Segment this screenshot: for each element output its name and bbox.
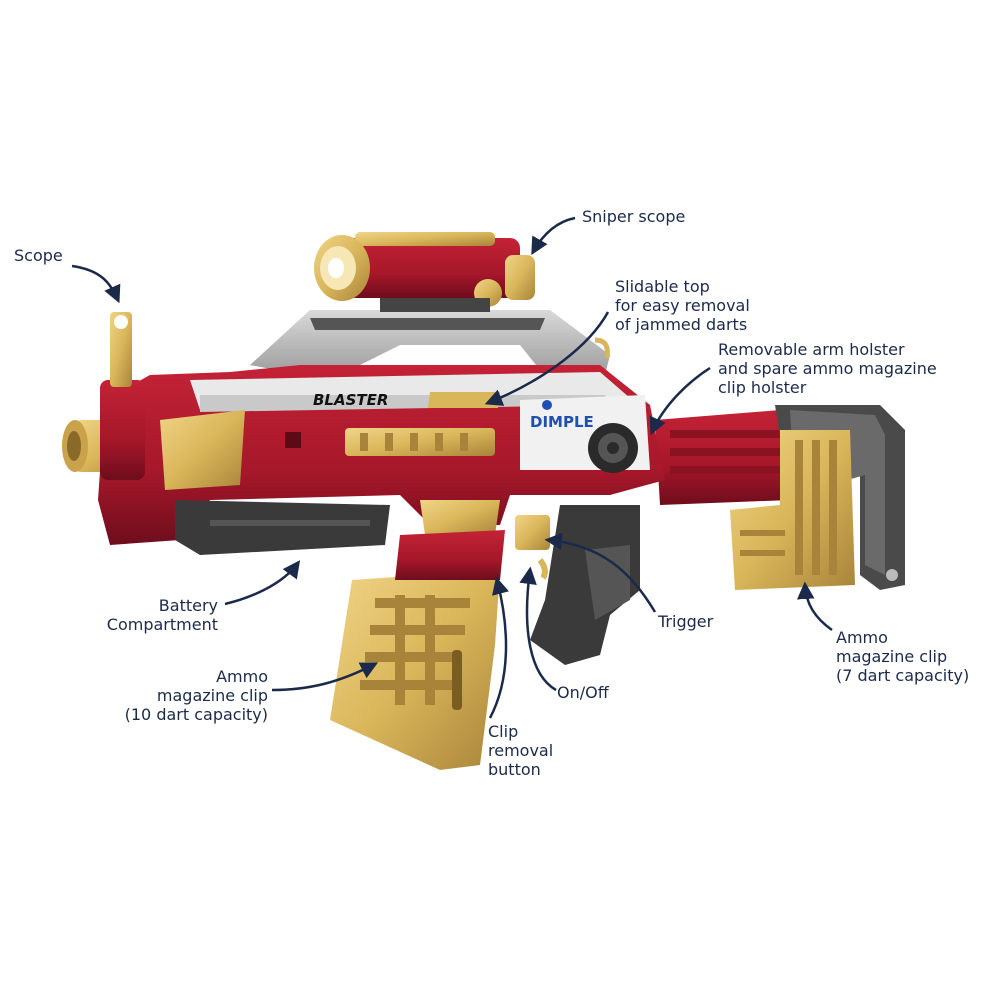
sniper-scope-label: Sniper scope bbox=[582, 207, 686, 226]
ammo-clip-7-label: Ammo magazine clip (7 dart capacity) bbox=[836, 628, 970, 685]
on-off-arrow bbox=[519, 566, 557, 692]
main-body bbox=[98, 365, 665, 545]
battery-compartment-label: Battery Compartment bbox=[106, 596, 218, 634]
sniper-scope-arrow bbox=[531, 216, 576, 256]
clip-removal-label: Clip removal button bbox=[488, 722, 554, 779]
sniper-scope bbox=[314, 232, 535, 312]
scope-label: Scope bbox=[14, 246, 63, 265]
battery-arrow bbox=[224, 560, 301, 606]
ammo-clip-10-label: Ammo magazine clip (10 dart capacity) bbox=[124, 667, 268, 724]
ammo-clip-10 bbox=[330, 530, 505, 770]
brand-logo-text: DIMPLE bbox=[530, 413, 594, 431]
arm-holster-arrow bbox=[649, 366, 711, 436]
trigger-arrow bbox=[544, 532, 657, 613]
ammo-clip-7-arrow bbox=[797, 581, 833, 632]
scope-arrow bbox=[71, 264, 121, 304]
ammo-clip-10-arrow bbox=[271, 662, 379, 692]
ammo-clip-7 bbox=[730, 430, 855, 590]
blaster-side-text: BLASTER bbox=[313, 391, 388, 409]
clip-removal-arrow bbox=[488, 576, 509, 719]
grip bbox=[515, 505, 640, 665]
arm-holster-label: Removable arm holster and spare ammo mag… bbox=[718, 340, 937, 397]
front-barrel bbox=[62, 312, 145, 480]
brand-logo-dot bbox=[542, 400, 552, 410]
battery-compartment bbox=[175, 500, 390, 555]
on-off-label: On/Off bbox=[557, 683, 609, 702]
slidable-top-label: Slidable top for easy removal of jammed … bbox=[615, 277, 750, 334]
slidable-top-arrow bbox=[484, 311, 610, 406]
trigger-label: Trigger bbox=[658, 612, 714, 631]
rear-dial bbox=[588, 423, 638, 473]
